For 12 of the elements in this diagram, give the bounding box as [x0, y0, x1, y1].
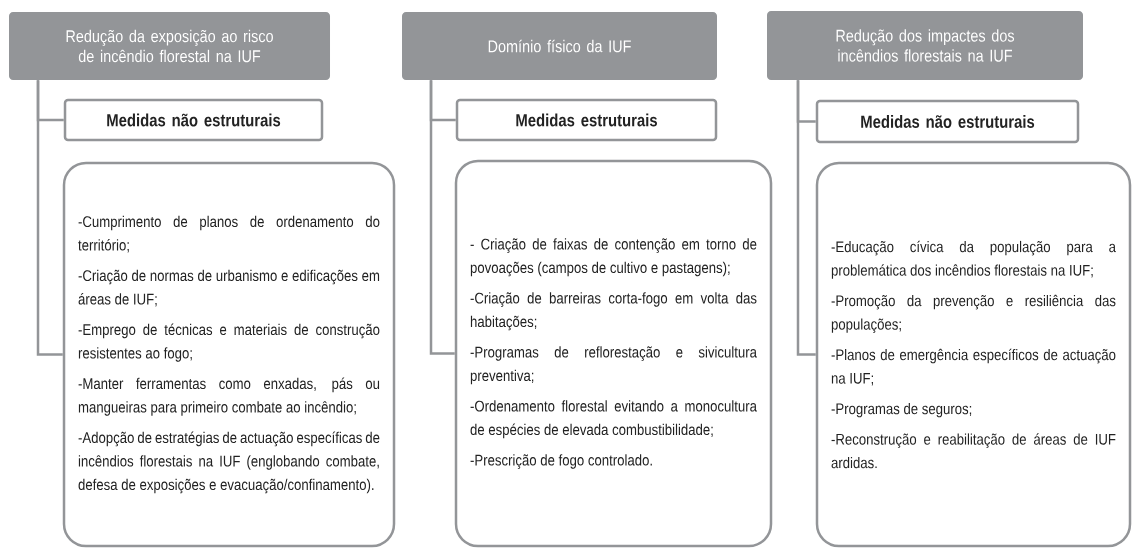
measure-type-box: Medidas não estruturais: [63, 98, 324, 142]
category-box: Redução da exposição ao risco de incêndio florestal na IUF: [9, 12, 330, 80]
measure-type-box: Medidas não estruturais: [815, 99, 1080, 144]
measures-list-box: -Educação cívica da população para a problemática dos incêndios florestais na IUF; -Promoção da prevenção e resiliência das populações; -Planos de emergência específicos de actuação na IUF; -Programas de seguros; -Reconstrução e reabilitação de áreas de IUF ardidas.: [815, 161, 1132, 548]
connector-line: [796, 80, 816, 356]
measure-type-box: Medidas estruturais: [455, 98, 718, 142]
connector-line: [36, 80, 63, 356]
category-box: Domínio físico da IUF: [402, 12, 717, 80]
measures-list-box: - Criação de faixas de contenção em torno de povoações (campos de cultivo e pastagens); -Criação de barreiras corta-fogo em volta das habitações; -Programas de reflorestação e sivicultura preventiva; -Ordenamento florestal evitando a monocultura de espécies de elevada combustibilidade; -Prescrição de fogo controlado.: [454, 159, 773, 548]
connector-line: [429, 80, 455, 355]
category-box: Redução dos impactes dos incêndios florestais na IUF: [767, 11, 1083, 80]
measures-list-box: -Cumprimento de planos de ordenamento do território; -Criação de normas de urbanismo e edificações em áreas de IUF; -Emprego de técnicas e materiais de construção resistentes ao fogo; -Manter ferramentas como enxadas, pás ou mangueiras para primeiro combate ao incêndio; -Adopção de estratégias de actuação específicas de incêndios florestais na IUF (englobando combate, defesa de exposições e evacuação/confinamento).: [62, 161, 396, 548]
